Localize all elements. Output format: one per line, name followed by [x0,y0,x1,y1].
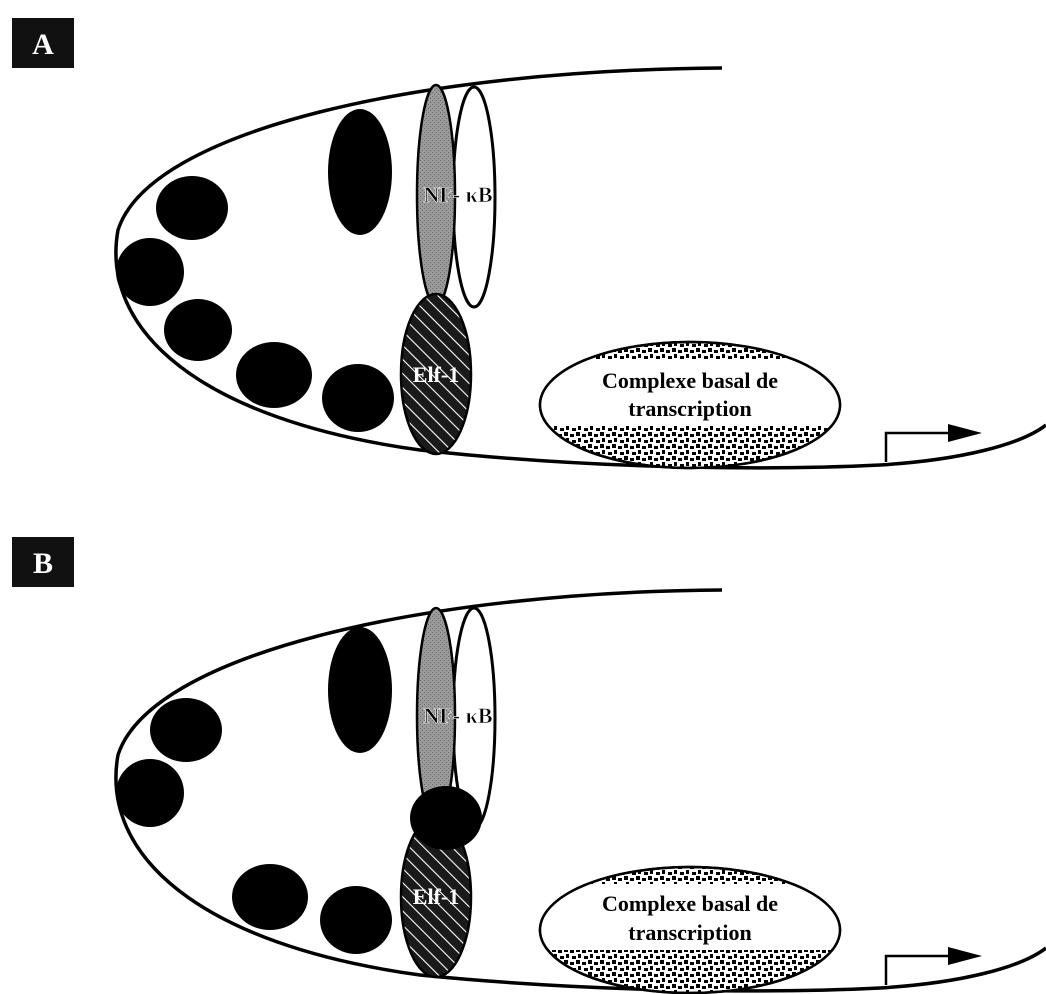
panel-a-label: A [32,28,54,61]
panel-a: A NF- κB Elf-1 Complexe basal de transcr… [12,18,1046,468]
complex-label-line2: transcription [628,396,751,421]
protein-blob [328,109,392,235]
nfkb-label: NF- κB [423,182,492,207]
complex-label-line2: transcription [628,920,751,945]
protein-blob [320,886,392,954]
protein-blob [150,698,222,762]
complex-label-line1: Complexe basal de [602,891,778,916]
transcription-start-arrow [886,424,982,462]
protein-blob [232,864,308,930]
elf1-label: Elf-1 [413,362,459,387]
panel-b: B NF- κB Elf-1 Complexe basal de transcr… [12,537,1046,993]
protein-blob [236,342,312,408]
protein-blob [156,176,228,240]
nfkb-label: NF- κB [423,703,492,728]
transcription-start-arrow [886,947,982,985]
bridging-protein [410,786,482,850]
protein-blob [116,759,184,827]
protein-blob [116,238,184,306]
protein-blob [322,364,394,432]
panel-b-label: B [33,547,53,580]
protein-blob [328,627,392,753]
protein-blob [164,299,232,361]
elf1-label: Elf-1 [413,884,459,909]
complex-label-line1: Complexe basal de [602,368,778,393]
